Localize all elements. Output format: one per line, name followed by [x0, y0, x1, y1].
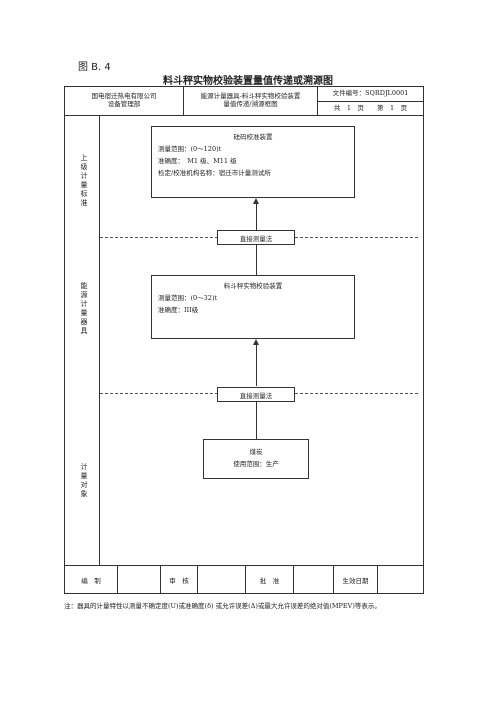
section-label-upper: 上级计量标准	[80, 154, 88, 208]
doc-title-cell: 能源计量器具-料斗秤实物校验装置 量值传递/溯源框图	[184, 87, 317, 115]
object-title: 煤炭	[249, 448, 263, 456]
footnote: 注：器具的计量特性以测量不确定度(U)或准确度(δ) 或允许误差(Δ)或最大允许…	[64, 602, 381, 610]
device-box: 料斗秤实物校验装置 测量范围：(0～32)t 准确度：III级	[151, 275, 355, 339]
page-count: 共 1 页 第 1 页	[333, 103, 408, 112]
compile-label: 编 制	[81, 576, 101, 585]
device-accuracy: 准确度：III级	[158, 306, 199, 314]
org-cell: 国电宿迁热电有限公司 设备管理部	[65, 87, 183, 115]
doc-title-line2: 量值传递/溯源框图	[223, 100, 278, 108]
method-label-2: 直接测量法	[217, 387, 295, 402]
org-name: 国电宿迁热电有限公司	[91, 92, 157, 101]
page-title: 料斗秤实物校验装置量值传递或溯源图	[163, 76, 333, 87]
diagram-frame: 国电宿迁热电有限公司 设备管理部 能源计量器具-料斗秤实物校验装置 量值传递/溯…	[64, 86, 424, 594]
object-box: 煤炭 使用范围：生产	[203, 439, 309, 479]
file-number: 文件编号：SQRDJL0001	[332, 89, 409, 98]
dept-name: 设备管理部	[107, 100, 141, 108]
section-label-middle: 能源计量器具	[80, 282, 88, 336]
effective-date-label: 生效日期	[342, 576, 369, 585]
standard-range: 测量范围：(0～120)t	[158, 145, 222, 153]
arrow-up-icon	[253, 339, 259, 345]
figure-label: 图 B. 4	[78, 62, 111, 73]
method-label-1: 直接测量法	[217, 230, 295, 245]
section-label-lower: 计量对象	[80, 463, 88, 499]
doc-title-line1: 能源计量器具-料斗秤实物校验装置	[200, 92, 301, 101]
standard-accuracy: 准确度： M1 级、M11 级	[158, 157, 237, 165]
standard-box: 砝码校准装置 测量范围：(0～120)t 准确度： M1 级、M11 级 检定/…	[151, 126, 355, 198]
review-label: 审 核	[169, 576, 189, 585]
standard-agency: 检定/校准机构名称：宿迁市计量测试所	[158, 169, 271, 177]
arrow-up-icon	[253, 198, 259, 204]
standard-title: 砝码校准装置	[233, 133, 273, 141]
device-title: 料斗秤实物校验装置	[223, 282, 283, 290]
object-usage: 使用范围：生产	[233, 460, 279, 468]
device-range: 测量范围：(0～32)t	[158, 294, 218, 302]
approve-label: 批 准	[259, 576, 280, 585]
